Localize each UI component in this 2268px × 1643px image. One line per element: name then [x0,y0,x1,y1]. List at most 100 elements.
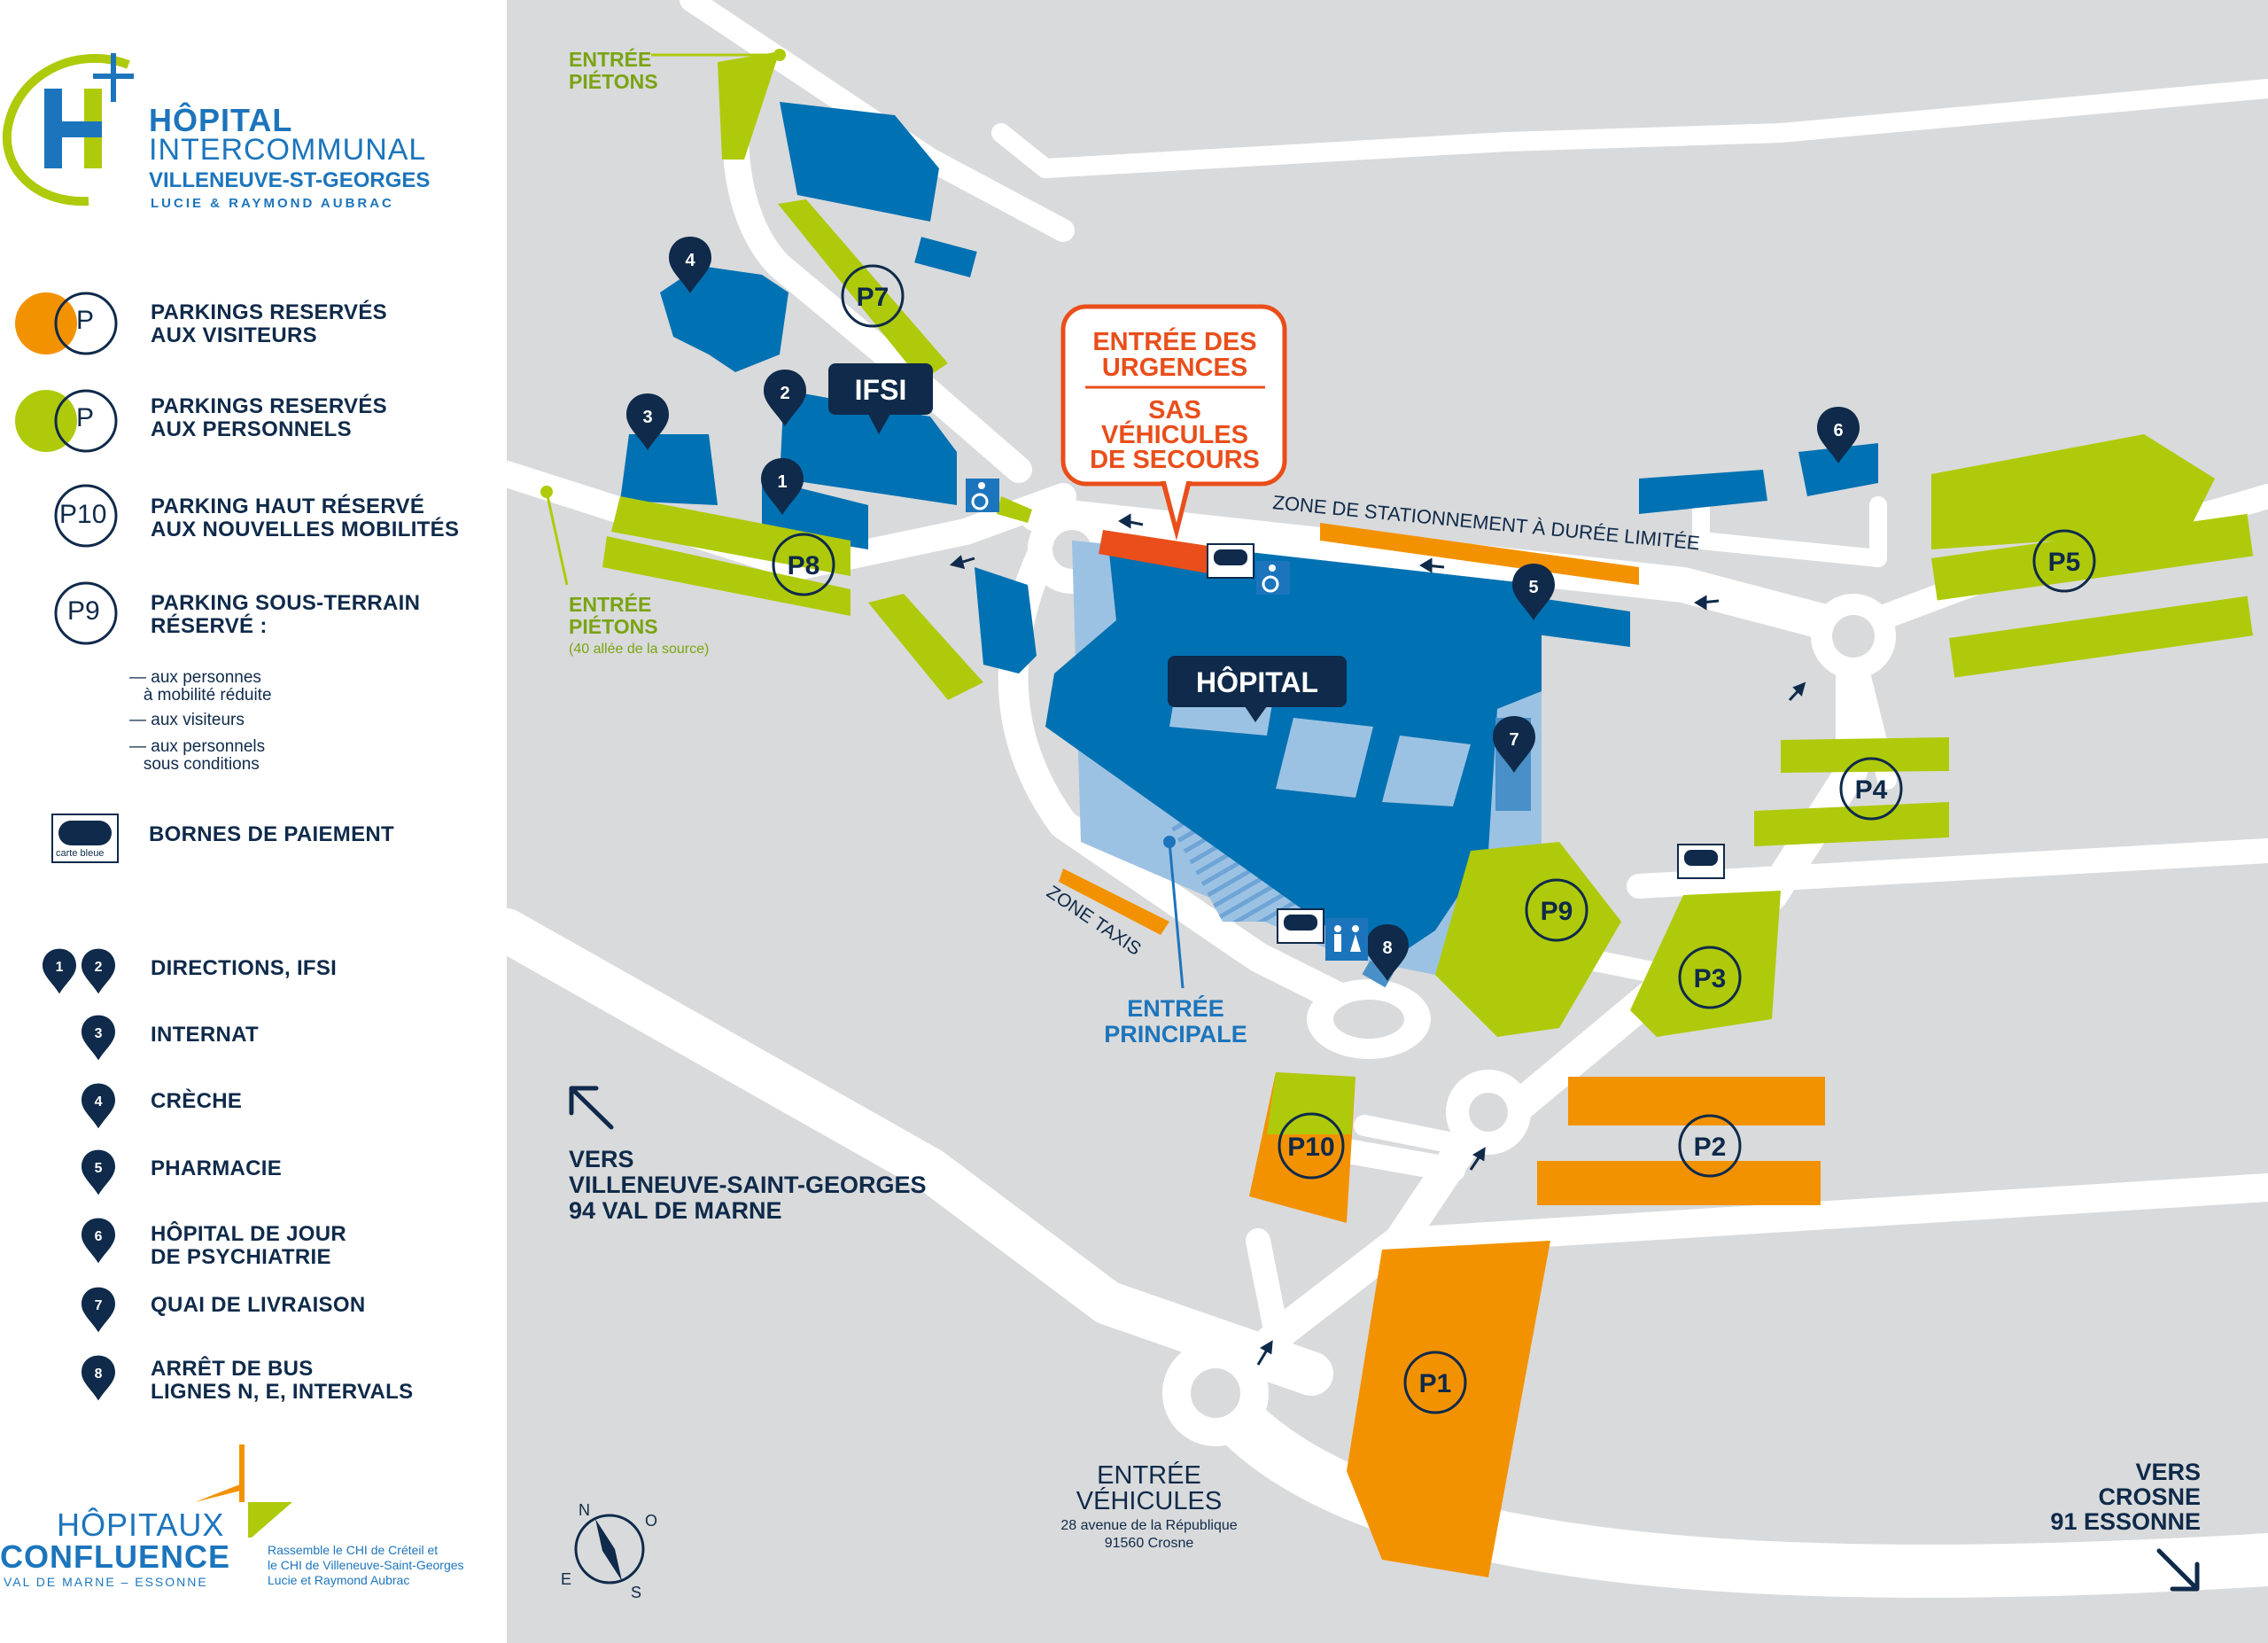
legend-poi-8: ARRÊT DE BUS LIGNES N, E, INTERVALS [151,1357,414,1404]
road-to-crosne [1187,1365,2268,1598]
parking-p8-row2 [602,536,850,616]
svg-text:4: 4 [95,1094,103,1110]
card-payment-caption: carte bleue [56,848,105,859]
parking-p4-row2 [1754,802,1949,846]
svg-text:7: 7 [1509,730,1518,750]
p10-icon-label: P10 [59,500,107,529]
pin-8-icon: 8 [82,1355,115,1401]
building-4-creche [660,266,788,372]
building-8-shelter [1362,960,1394,988]
svg-text:6: 6 [95,1229,103,1244]
brand-line4: LUCIE & RAYMOND AUBRAC [151,196,394,211]
svg-text:3: 3 [95,1026,103,1041]
legend-p9-item-1: — aux personnes à mobilité réduite [129,668,272,705]
footer-brand-note: Rassemble le CHI de Créteil et le CHI de… [268,1543,464,1587]
map-pin-7: 7 [1493,716,1535,773]
toilet-icon [1325,918,1368,961]
legend-sidebar: HÔPITAL INTERCOMMUNAL VILLENEUVE-ST-GEOR… [0,0,507,1643]
parking-p8-marker [772,533,835,596]
road-hospital-front [1019,496,1869,647]
pin-1-icon: 1 [43,948,76,994]
map-pin-5: 5 [1512,564,1555,620]
legend-p9-item-2: — aux visiteurs [129,711,245,729]
svg-text:S: S [631,1584,641,1601]
parking-p7-label: P7 [857,283,889,312]
parking-p10-green [1267,1072,1355,1134]
confluence-logo-icon [195,1444,292,1538]
map-pin-8: 8 [1366,924,1409,981]
urgences-red-strip [1099,530,1231,576]
footer-brand-line3: VAL DE MARNE – ESSONNE [4,1575,208,1589]
arrow-northwest-icon [569,1086,614,1130]
ifsi-label-pointer [868,414,890,434]
svg-text:5: 5 [95,1161,103,1176]
map-pin-4: 4 [669,237,711,293]
building-6-psy [1798,443,1878,496]
svg-text:1: 1 [777,472,787,492]
svg-text:5: 5 [1528,578,1538,597]
svg-text:8: 8 [95,1367,103,1382]
legend-p9: PARKING SOUS-TERRAIN RÉSERVÉ : [151,591,421,638]
brand-line3: VILLENEUVE-ST-GEORGES [149,168,431,192]
arrow-southeast-icon [2156,1548,2200,1592]
road-p6 [1692,487,1887,567]
parking-p3-marker [1678,946,1742,1009]
parking-p7-marker [841,264,905,328]
parking-p3-label: P3 [1694,964,1727,993]
accessibility-icon-1 [966,479,999,512]
ifsi-label: IFSI [855,374,907,406]
footer-brand-line1: HÔPITAUX [57,1507,225,1543]
staff-parking-p-letter: P [76,403,95,432]
map-pin-3: 3 [626,393,669,450]
legend-poi-5: PHARMACIE [151,1156,283,1180]
parking-p9-label: P9 [1541,897,1573,926]
parking-p8 [611,496,850,576]
svg-text:N: N [579,1501,590,1519]
hopital-label: HÔPITAL [1196,666,1318,698]
ifsi-label-box [828,363,933,415]
parking-p7-entry [718,51,780,160]
road-p2-link [1354,1115,1464,1154]
parking-p8-east [868,594,983,700]
legend-payment: BORNES DE PAIEMENT [149,822,394,846]
p9-icon [54,581,118,645]
svg-text:E: E [561,1570,571,1588]
building-5-pharmacie [1329,567,1630,647]
compass-icon: N O S E [561,1501,657,1601]
map-pin-1: 1 [761,458,804,515]
parking-p2-row2 [1537,1161,1821,1205]
building-ifsi [780,390,957,505]
accessibility-icon-2 [1256,561,1290,595]
building-top-north [780,102,939,222]
card-payment-icon [51,814,119,863]
hospital-courtyard-1 [1276,718,1373,798]
svg-text:1: 1 [56,960,64,975]
legend-poi-3: INTERNAT [151,1023,259,1047]
road-main-diagonal [485,908,1333,1396]
brand-line1: HÔPITAL [149,102,293,138]
svg-text:O: O [645,1512,657,1530]
building-3-internat [620,434,718,505]
pin-2-icon: 2 [82,948,115,994]
legend-visitor-parking: PARKINGS RESERVÉS AUX VISITEURS [151,300,387,347]
payment-terminal-icon-3 [1677,844,1725,879]
visitor-parking-p-letter: P [76,306,95,335]
road-top-right [991,79,2268,178]
parking-p5-row3 [1948,596,2253,678]
road-bottom-east [1403,1173,2268,1255]
pin-7-icon: 7 [82,1287,115,1333]
parking-p7 [778,199,948,381]
svg-text:2: 2 [95,960,103,975]
hopital-label-pointer [1245,706,1267,722]
parking-p5-label: P5 [2048,548,2081,577]
svg-text:3: 3 [642,408,652,427]
svg-text:6: 6 [1833,421,1843,440]
parking-p5-marker [2032,529,2096,593]
roundabout-south-inner [1191,1368,1240,1418]
